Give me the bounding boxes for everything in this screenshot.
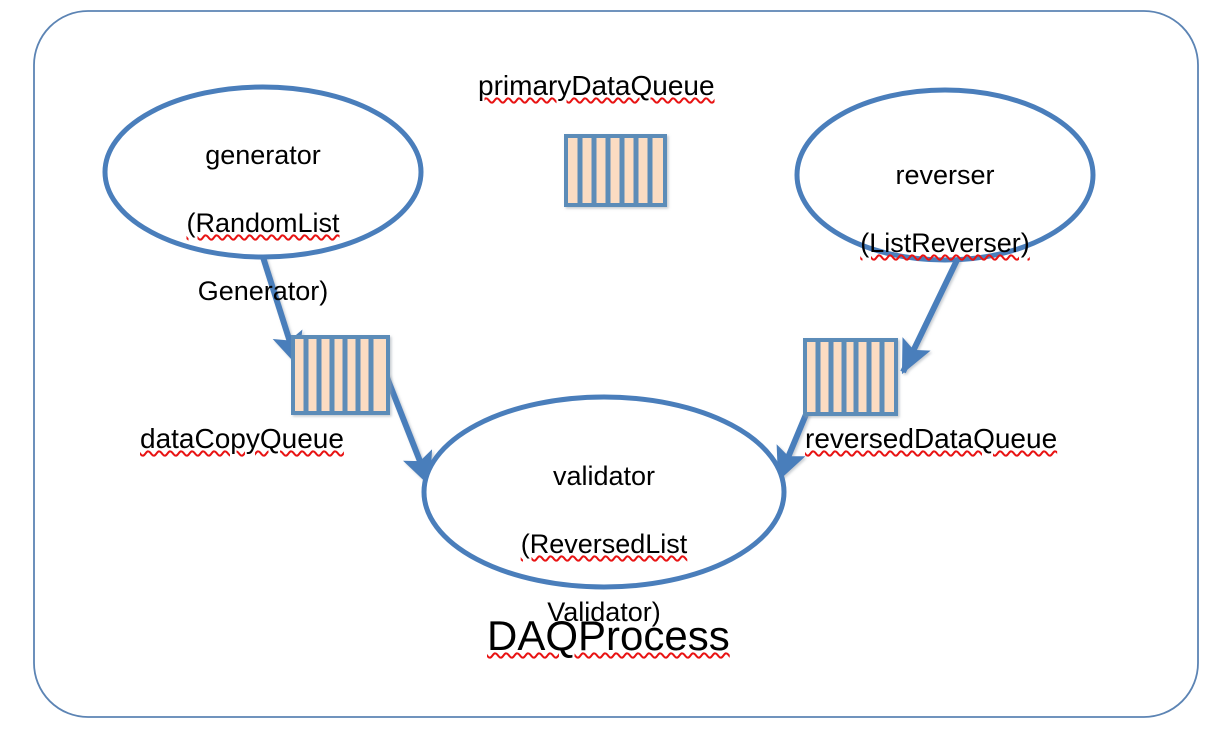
queue-reversedDataQueue[interactable]: [803, 338, 898, 416]
queue-label-primary-text: primaryDataQueue: [478, 70, 715, 101]
queue-label-datacopy-text: dataCopyQueue: [140, 423, 344, 454]
node-validator[interactable]: [421, 394, 787, 590]
process-title: DAQProcess: [487, 612, 730, 660]
process-title-text: DAQProcess: [487, 612, 730, 659]
queue-label-reversedDataQueue: reversedDataQueue: [805, 423, 1057, 455]
queue-primaryDataQueue[interactable]: [564, 134, 667, 207]
queue-label-primaryDataQueue: primaryDataQueue: [478, 70, 715, 102]
node-generator[interactable]: [102, 84, 424, 260]
node-reverser[interactable]: [794, 87, 1096, 263]
connector-datacopy-queue-to-validator: [383, 373, 433, 487]
queue-dataCopyQueue[interactable]: [291, 335, 390, 415]
process-boundary: [33, 10, 1199, 718]
queue-label-reversed-text: reversedDataQueue: [805, 423, 1058, 454]
connector-reverser-to-reversed-queue: [900, 256, 961, 375]
queue-label-dataCopyQueue: dataCopyQueue: [140, 423, 344, 455]
